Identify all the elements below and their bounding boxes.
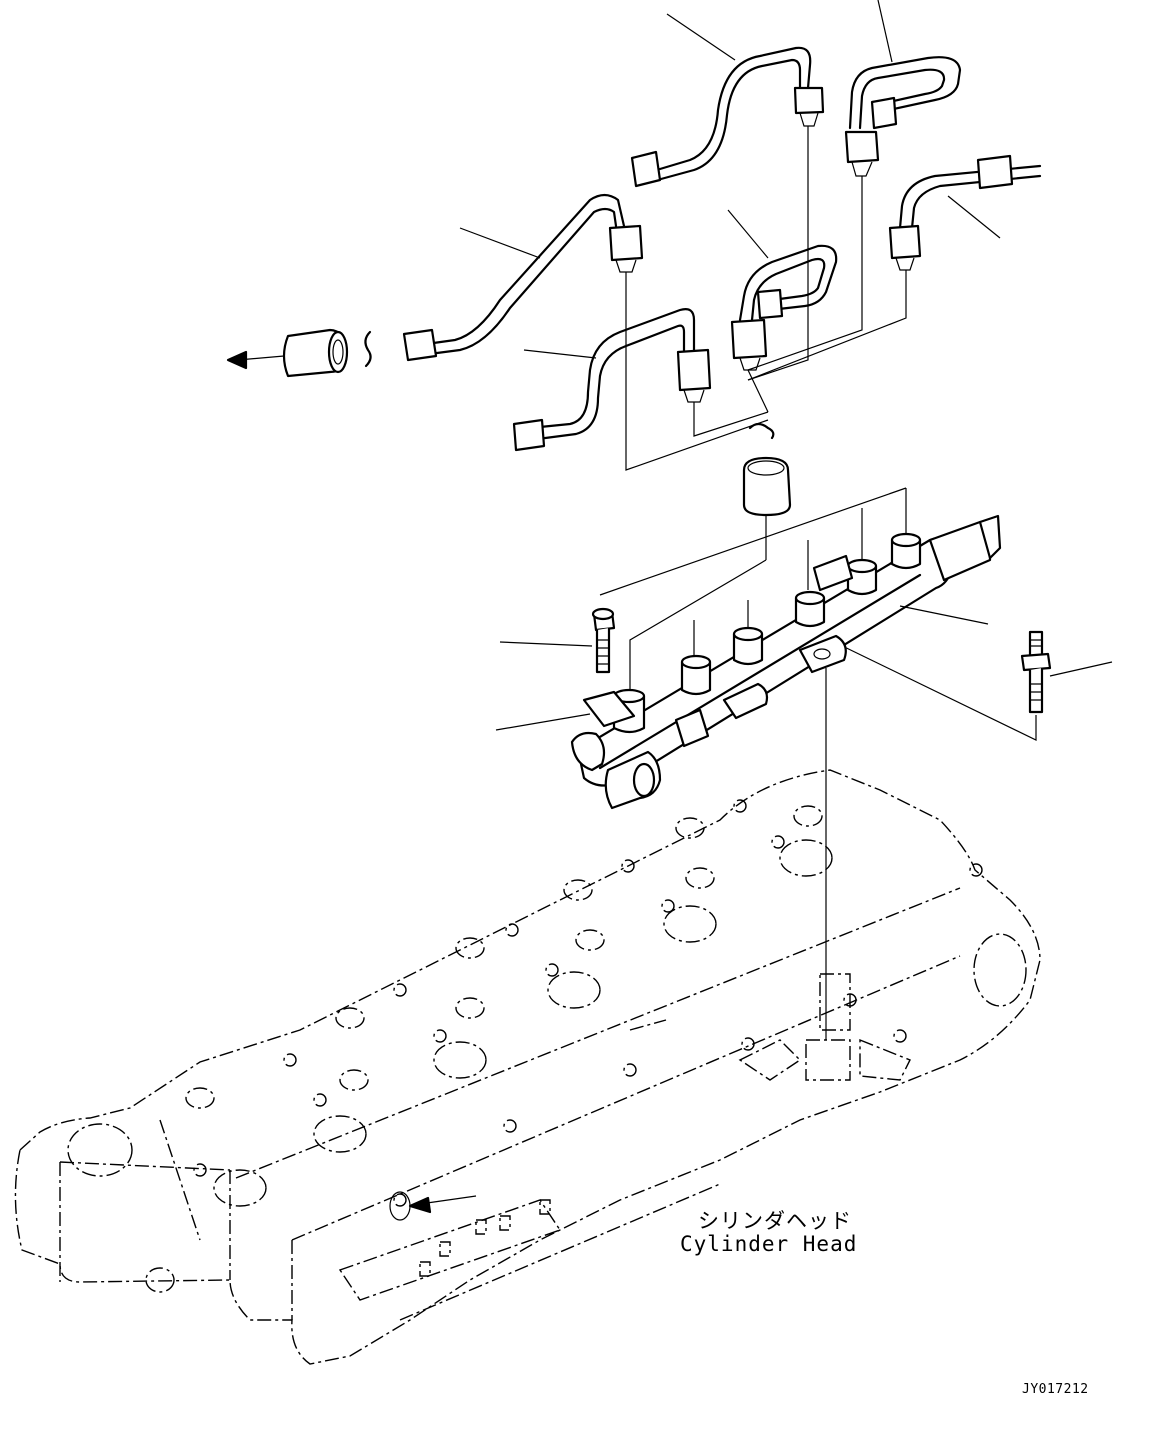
injection-pipe-6 xyxy=(512,308,712,452)
connection-lines xyxy=(599,126,1037,1040)
plug-left xyxy=(226,328,372,378)
injection-pipe-3 xyxy=(888,154,1042,271)
cylinder-head-label-en: Cylinder Head xyxy=(680,1232,858,1256)
injection-pipe-5 xyxy=(730,244,838,371)
plug-center xyxy=(742,422,792,517)
injection-pipe-4 xyxy=(402,193,644,362)
rail-leader-lines xyxy=(495,605,1113,731)
common-rail xyxy=(570,514,1002,810)
cylinder-head-outline xyxy=(14,769,1041,1365)
cylinder-head-label-jp: シリンダヘッド xyxy=(698,1209,852,1233)
stud-bolt-right xyxy=(1020,630,1052,714)
pipe-leader-lines xyxy=(459,0,1001,359)
cylinder-head-pointer-arrow xyxy=(389,1191,477,1221)
injection-pipe-2 xyxy=(844,56,962,177)
drawing-code: JY017212 xyxy=(1022,1382,1089,1397)
mounting-bolt-left xyxy=(591,607,616,674)
injection-pipe-1 xyxy=(630,46,825,188)
